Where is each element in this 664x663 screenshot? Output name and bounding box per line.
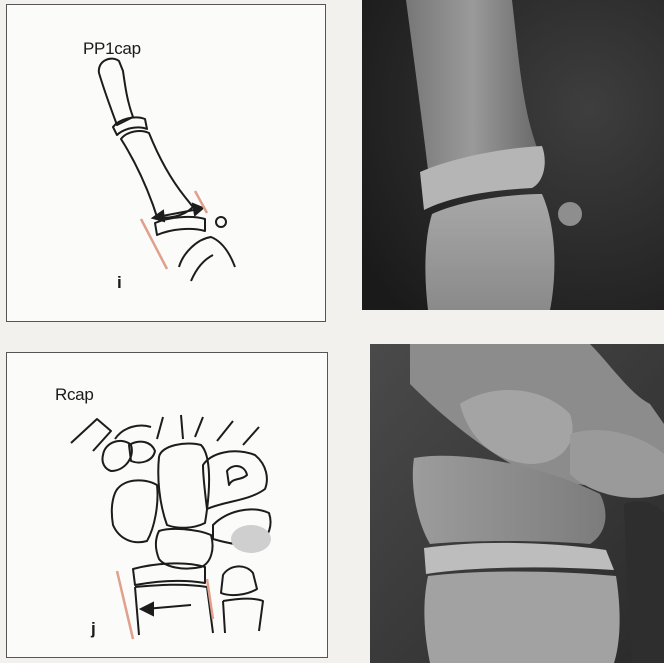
- panel-i-diagram: PP1cap i: [6, 4, 326, 322]
- panel-i-xray: [362, 0, 664, 310]
- finger-xray-image: [362, 0, 664, 310]
- wrist-xray-image: [370, 344, 664, 663]
- panel-j-diagram: Rcap j: [6, 352, 328, 658]
- panel-j-xray: [370, 344, 664, 663]
- wrist-bone-drawing: [7, 353, 329, 659]
- finger-bone-drawing: [7, 5, 327, 323]
